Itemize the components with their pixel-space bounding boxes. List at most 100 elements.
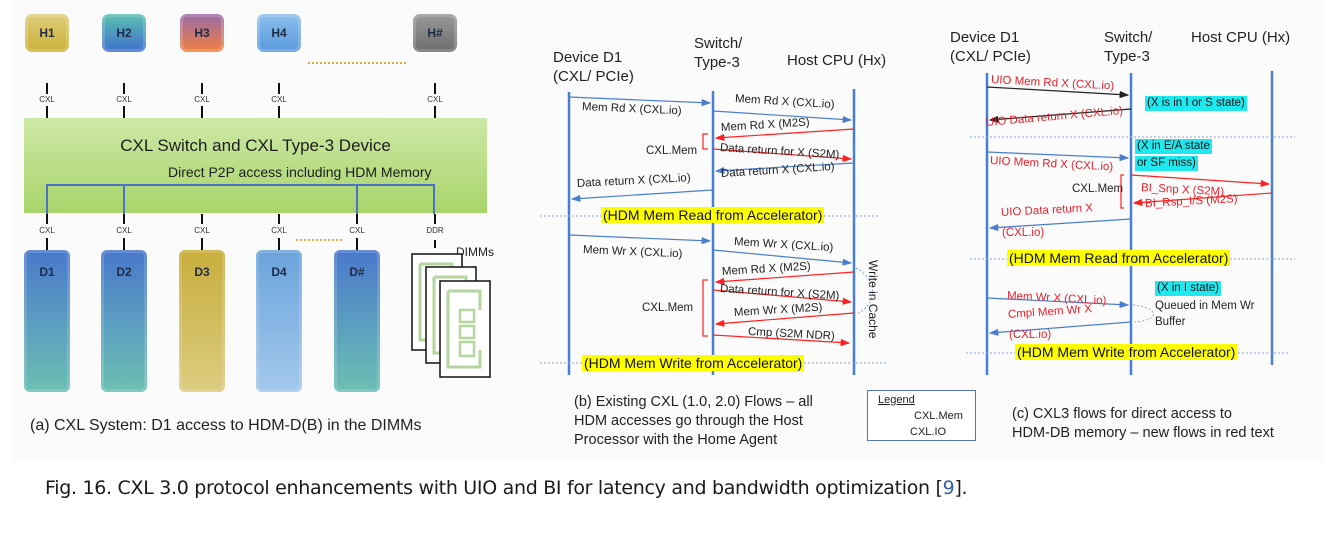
write-in-cache-loop (855, 267, 873, 315)
device-link-d4 (278, 214, 280, 224)
header-c-switch: Switch/ Type-3 (1104, 29, 1153, 65)
host-link-label-h3: CXL (194, 95, 210, 104)
host-link-h4-b (278, 106, 280, 118)
banner-subtitle: Direct P2P access including HDM Memory (168, 164, 432, 180)
legend-title: Legend (878, 394, 915, 406)
host-link-h1-b (46, 106, 48, 118)
panel-a-caption: (a) CXL System: D1 access to HDM-D(B) in… (30, 417, 422, 434)
bracket-label-c: CXL.Mem (1072, 183, 1124, 195)
header-c-device: Device D1 (CXL/ PCIe) (950, 29, 1031, 65)
device-link-label-d1: CXL (39, 226, 55, 235)
header-c-host: Host CPU (Hx) (1191, 29, 1291, 46)
read-banner-c: (HDM Mem Read from Accelerator) (1007, 250, 1231, 266)
device-label: D2 (116, 265, 132, 279)
arrow-c-3 (986, 151, 1130, 162)
dimm-stack-icon (411, 253, 491, 378)
arrow-b-9 (714, 271, 855, 285)
host-label: H1 (39, 26, 55, 40)
state-e-a-line2: or SF miss) (1135, 156, 1198, 171)
device-link-dn (356, 214, 358, 224)
ddr-link-b (434, 240, 436, 248)
note-line: Buffer (1155, 316, 1186, 328)
arrow-b-12 (712, 334, 851, 347)
device-ellipsis-dots (296, 239, 342, 241)
msg-c-8b: (CXL.io) (1009, 329, 1052, 341)
device-link-label-dn: CXL (349, 226, 365, 235)
device-link-label-d2: CXL (116, 226, 132, 235)
arrow-b-1 (568, 96, 712, 107)
legend-item-cxl-io: CXL.IO (910, 426, 947, 438)
host-link-h3 (201, 83, 203, 94)
p2p-connection-lines (46, 184, 435, 214)
state-e-a-line1: (X in E/A state (1135, 139, 1212, 154)
device-link-label-d3: CXL (194, 226, 210, 235)
queued-loop (1132, 304, 1154, 323)
bracket-label-b-2: CXL.Mem (642, 302, 694, 314)
arrow-b-5 (714, 162, 855, 175)
host-link-label-h2: CXL (116, 95, 132, 104)
arrow-c-7 (986, 297, 1130, 309)
host-link-h3-b (201, 106, 203, 118)
host-h2: H2 (102, 14, 146, 52)
device-link-d1 (46, 214, 48, 224)
host-link-h2 (123, 83, 125, 94)
dimm-card-icon (439, 280, 491, 378)
host-link-label-hn: CXL (427, 95, 443, 104)
host-link-h1 (46, 83, 48, 94)
arrow-c-4 (1130, 174, 1271, 188)
figure-caption-suffix: ]. (954, 477, 968, 499)
ddr-link (434, 214, 436, 224)
arrow-b-4 (712, 148, 853, 162)
arrow-c-2 (988, 108, 1132, 123)
host-h3: H3 (180, 14, 224, 52)
arrow-b-2 (712, 110, 853, 124)
header-b-host: Host CPU (Hx) (787, 52, 887, 69)
host-h4: H4 (257, 14, 301, 52)
host-link-h4 (278, 83, 280, 94)
arrow-b-10 (712, 289, 853, 305)
device-link-d2 (123, 214, 125, 224)
device-link-label-d4: CXL (271, 226, 287, 235)
arrow-b-7 (568, 234, 712, 245)
header-b-device: Device D1 (CXL/ PCIe) (553, 49, 634, 85)
arrow-c-6 (988, 218, 1132, 232)
host-link-hn-b (434, 106, 436, 118)
state-i-or-s: (X is in I or S state) (1145, 96, 1247, 111)
bracket-c (1120, 174, 1124, 209)
device-dn: D# (334, 250, 380, 392)
figure-background (12, 0, 1325, 462)
legend-item-cxl-mem: CXL.Mem (914, 410, 963, 422)
arrow-c-8 (988, 321, 1132, 336)
device-link-dn-b (356, 238, 358, 250)
device-link-d3 (201, 214, 203, 224)
panel-c-caption: (c) CXL3 flows for direct access to HDM-… (1012, 405, 1274, 443)
arrow-b-6 (570, 189, 714, 203)
legend: Legend CXL.Mem CXL.IO (867, 390, 976, 441)
bracket-b-1 (702, 133, 708, 150)
write-banner-c: (HDM Mem Write from Accelerator) (1015, 344, 1238, 360)
write-in-cache-label: Write in Cache (866, 260, 880, 339)
banner-title: CXL Switch and CXL Type-3 Device (120, 136, 391, 155)
host-label: H3 (194, 26, 210, 40)
device-link-d3-b (201, 238, 203, 250)
caption-line: Processor with the Home Agent (574, 432, 778, 448)
arrow-b-3 (714, 128, 855, 142)
dimms-label: DIMMs (456, 245, 494, 259)
arrow-c-5 (1132, 192, 1273, 206)
cxl-switch-banner: CXL Switch and CXL Type-3 Device Direct … (24, 118, 487, 213)
device-label: D3 (194, 265, 210, 279)
msg-c-6b: (CXL.io) (1002, 227, 1045, 239)
device-d1: D1 (24, 250, 70, 392)
figure-caption: Fig. 16. CXL 3.0 protocol enhancements w… (45, 477, 968, 499)
caption-line: HDM accesses go through the Host (574, 413, 803, 429)
host-link-hn (434, 83, 436, 94)
host-link-label-h4: CXL (271, 95, 287, 104)
caption-line: (b) Existing CXL (1.0, 2.0) Flows – all (574, 394, 813, 410)
arrow-c-1 (986, 86, 1130, 99)
state-i: (X in I state) (1155, 281, 1221, 296)
caption-line: (c) CXL3 flows for direct access to (1012, 406, 1232, 422)
arrow-b-8 (712, 249, 853, 266)
write-banner-b: (HDM Mem Write from Accelerator) (582, 355, 805, 371)
host-label: H2 (116, 26, 132, 40)
citation-link[interactable]: 9 (942, 477, 955, 499)
